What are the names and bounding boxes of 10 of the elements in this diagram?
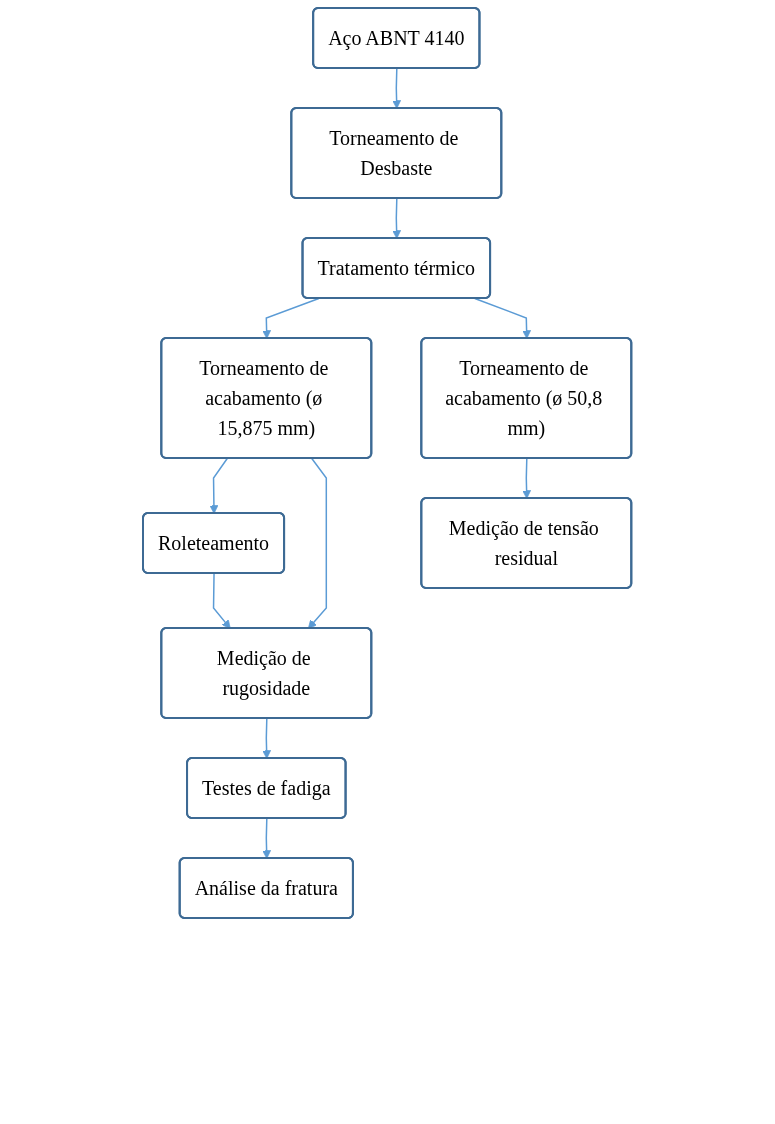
arrow [209,457,229,514]
arrow [262,297,320,339]
arrow [392,197,402,239]
arrow [262,717,272,759]
arrow [308,457,328,629]
arrow [392,67,402,109]
arrow [262,817,272,859]
arrow [474,297,532,339]
arrow [522,457,532,499]
arrow [213,572,231,629]
